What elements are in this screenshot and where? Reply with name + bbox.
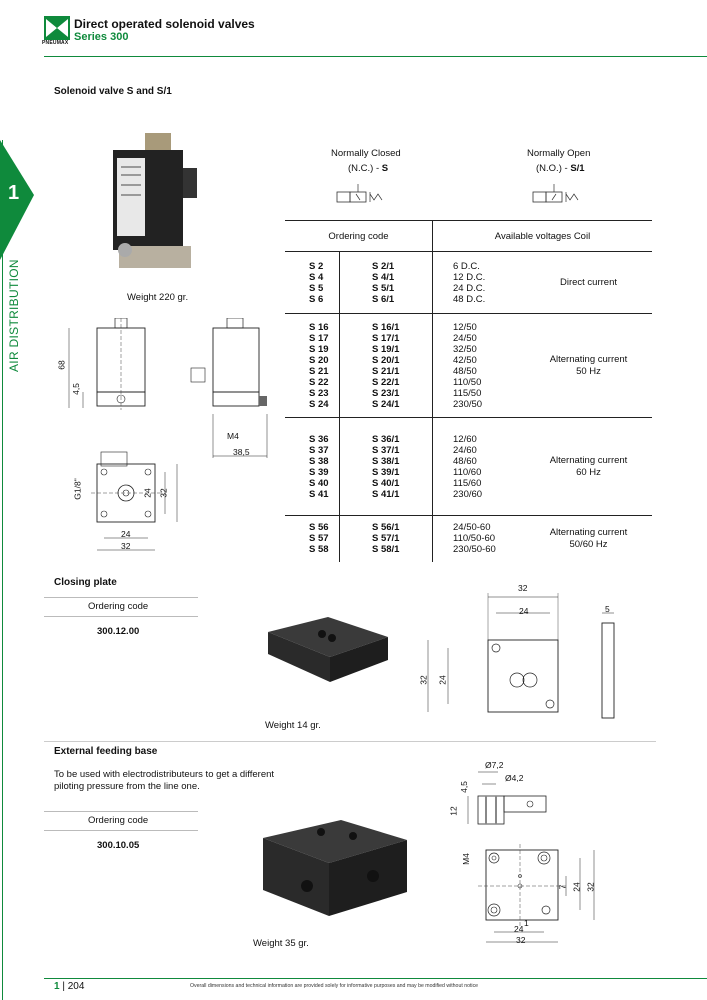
page-title: Direct operated solenoid valves — [74, 17, 255, 31]
closing-plate-drawing: 32 24 5 32 24 — [418, 583, 628, 725]
plate-dim-24-top: 24 — [519, 606, 529, 616]
dim-38-5: 38,5 — [233, 447, 250, 457]
page-subtitle: Series 300 — [74, 31, 129, 43]
base-dim-24-right: 24 — [571, 882, 582, 892]
base-dim-32-right: 32 — [585, 882, 596, 892]
desc-group1: Direct current — [559, 276, 617, 288]
section-closing-plate-title: Closing plate — [54, 577, 117, 588]
solenoid-valve-photo — [105, 128, 205, 278]
feeding-base-rule-bottom — [44, 830, 198, 831]
feeding-base-photo — [255, 818, 415, 923]
feeding-base-rule-top — [44, 811, 198, 812]
valve-weight: Weight 220 gr. — [127, 292, 189, 303]
feeding-base-desc-line1: To be used with electrodistributeurs to … — [54, 769, 275, 780]
plate-dim-24-side: 24 — [437, 675, 448, 685]
table-head-voltage: Available voltages Coil — [432, 220, 652, 252]
dim-4-5: 4,5 — [70, 383, 81, 395]
feeding-base-weight: Weight 35 gr. — [253, 938, 309, 949]
base-dim-7: 7 — [557, 884, 568, 890]
closing-plate-rule-top — [44, 597, 198, 598]
dim-24-vertical: 24 — [142, 488, 153, 498]
plate-dim-5: 5 — [605, 604, 610, 614]
closing-plate-rule-bottom — [44, 616, 198, 617]
feeding-base-code: 300.10.05 — [97, 840, 140, 851]
pneumax-logo: PNEUMAX — [42, 16, 70, 48]
footer-disclaimer: Overall dimensions and technical informa… — [190, 983, 479, 989]
closing-plate-photo — [258, 612, 394, 697]
ordering-table: Ordering code Available voltages Coil S … — [285, 220, 652, 562]
chapter-tab — [0, 140, 34, 260]
valve-technical-drawing: 68 4,5 M4 38,5 G1/8" 24 32 24 32 — [55, 317, 285, 563]
base-dim-12: 12 — [448, 806, 459, 816]
dim-32-horizontal: 32 — [121, 541, 131, 551]
chapter-label: AIR DISTRIBUTION — [7, 259, 21, 372]
section-divider — [44, 741, 656, 742]
base-dim-32-bottom: 32 — [516, 935, 526, 945]
closing-plate-ordering-label: Ordering code — [88, 601, 149, 612]
feeding-base-ordering-label: Ordering code — [88, 815, 149, 826]
side-divider — [2, 140, 3, 1000]
nc-label: Normally Closed — [331, 148, 401, 159]
base-dim-1: 1 — [524, 918, 529, 928]
base-dim-4-5: 4,5 — [458, 781, 469, 793]
no-code-label: (N.O.) - S/1 — [536, 163, 585, 174]
base-dim-phi-4-2: Ø4,2 — [505, 773, 524, 783]
dim-32-vertical: 32 — [158, 488, 169, 498]
nc-valve-symbol — [336, 182, 388, 215]
dim-24-horizontal: 24 — [121, 529, 131, 539]
dim-g1-8: G1/8" — [72, 478, 83, 500]
feeding-base-desc-line2: piloting pressure from the line one. — [54, 781, 200, 792]
footer-divider — [44, 978, 707, 979]
feeding-base-drawing: Ø7,2 Ø4,2 4,5 12 M4 7 24 32 1 24 32 — [448, 758, 608, 948]
plate-dim-32-top: 32 — [518, 583, 528, 593]
base-dim-m4: M4 — [460, 853, 471, 865]
page-number: 1 | 204 — [54, 981, 85, 992]
logo-text: PNEUMAX — [42, 40, 69, 46]
chapter-number: 1 — [8, 182, 20, 204]
base-dim-24-bottom: 24 — [514, 924, 524, 934]
nc-code-label: (N.C.) - S — [348, 163, 389, 174]
no-valve-symbol — [532, 182, 584, 215]
voltages-group1: 6 D.C.12 D.C.24 D.C.48 D.C. — [453, 260, 486, 305]
dim-m4: M4 — [227, 431, 239, 441]
dim-68: 68 — [56, 360, 67, 370]
plate-dim-32-side: 32 — [418, 675, 429, 685]
closing-plate-weight: Weight 14 gr. — [265, 720, 321, 731]
section-solenoid-title: Solenoid valve S and S/1 — [54, 86, 172, 97]
closing-plate-code: 300.12.00 — [97, 626, 140, 637]
header-divider — [44, 56, 707, 57]
no-label: Normally Open — [527, 148, 591, 159]
base-dim-phi-7-2: Ø7,2 — [485, 760, 504, 770]
table-head-code: Ordering code — [285, 220, 433, 252]
section-feeding-base-title: External feeding base — [54, 746, 158, 757]
